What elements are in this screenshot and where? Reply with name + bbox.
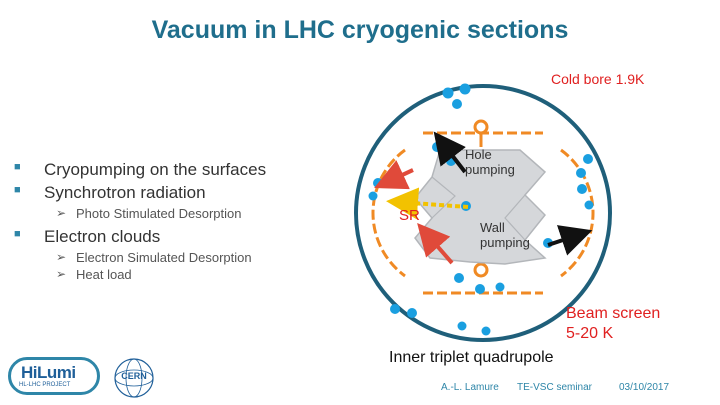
bullet-list: ■Cryopumping on the surfaces ■Synchrotro… bbox=[14, 160, 344, 284]
sub-bullet-item: ➢Photo Stimulated Desorption bbox=[56, 206, 242, 221]
square-bullet-icon: ■ bbox=[14, 161, 21, 173]
desorption-arrow-upper bbox=[374, 160, 414, 190]
triplet-label: Inner triplet quadrupole bbox=[389, 349, 554, 366]
slide-title: Vacuum in LHC cryogenic sections bbox=[151, 16, 569, 44]
beam-screen-right-arc bbox=[560, 148, 595, 278]
square-bullet-icon: ■ bbox=[14, 184, 21, 196]
synchrotron-radiation-arrow bbox=[386, 187, 469, 220]
sr-label: SR bbox=[399, 207, 420, 224]
square-bullet-icon: ■ bbox=[14, 228, 21, 240]
hilumi-logo: HiLumi HL-LHC PROJECT bbox=[8, 357, 100, 395]
hole-pumping-arrow bbox=[433, 131, 467, 174]
footer-author: A.-L. Lamure bbox=[441, 382, 499, 393]
footer-event: TE-VSC seminar bbox=[517, 382, 593, 393]
cern-logo: CERN bbox=[113, 357, 155, 399]
beam-screen-label: Beam screen 5-20 K bbox=[566, 305, 661, 342]
sub-bullet-item: ➢Electron Simulated Desorption bbox=[56, 250, 252, 265]
wall-pumping-label: Wall pumping bbox=[480, 220, 530, 250]
desorption-arrow-lower bbox=[417, 222, 454, 265]
support-pin-top bbox=[473, 119, 489, 147]
arrow-bullet-icon: ➢ bbox=[56, 250, 67, 264]
footer-date: 03/10/2017 bbox=[619, 382, 670, 393]
arrow-bullet-icon: ➢ bbox=[56, 206, 67, 220]
arrow-bullet-icon: ➢ bbox=[56, 267, 67, 281]
bullet-item: ■Electron clouds bbox=[14, 227, 161, 246]
wall-pumping-arrow bbox=[547, 225, 593, 256]
cold-bore-label: Cold bore 1.9K bbox=[551, 71, 645, 87]
hole-pumping-label: Hole pumping bbox=[465, 147, 515, 177]
bullet-item: ■Synchrotron radiation bbox=[14, 183, 206, 202]
sub-bullet-item: ➢Heat load bbox=[56, 267, 132, 282]
bullet-item: ■Cryopumping on the surfaces bbox=[14, 160, 267, 179]
